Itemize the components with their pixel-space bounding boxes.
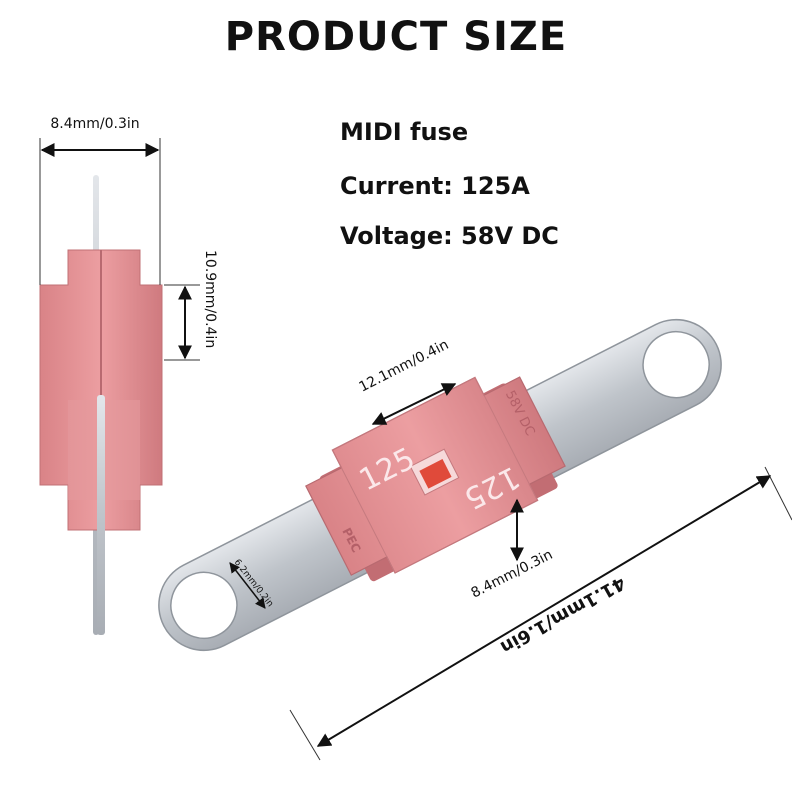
body-depth-label: 8.4mm/0.3in [469, 547, 556, 602]
spec-fuse-type: MIDI fuse [340, 118, 469, 146]
total-length-label: 41.1mm/1.6in [497, 572, 629, 658]
spec-current: Current: 125A [340, 172, 530, 200]
side-height-dimension: 10.9mm/0.4in [164, 250, 218, 361]
side-width-dimension: 8.4mm/0.3in [39, 116, 161, 285]
spec-voltage: Voltage: 58V DC [340, 222, 559, 250]
side-view-fuse [39, 175, 163, 635]
main-fuse: 125 125 58V DC PEC [158, 318, 722, 652]
right-mounting-hole [642, 330, 710, 399]
side-width-label: 8.4mm/0.3in [50, 116, 139, 132]
side-height-label: 10.9mm/0.4in [202, 250, 218, 348]
body-width-label: 12.1mm/0.4in [357, 337, 452, 396]
page-title: PRODUCT SIZE [224, 14, 568, 60]
